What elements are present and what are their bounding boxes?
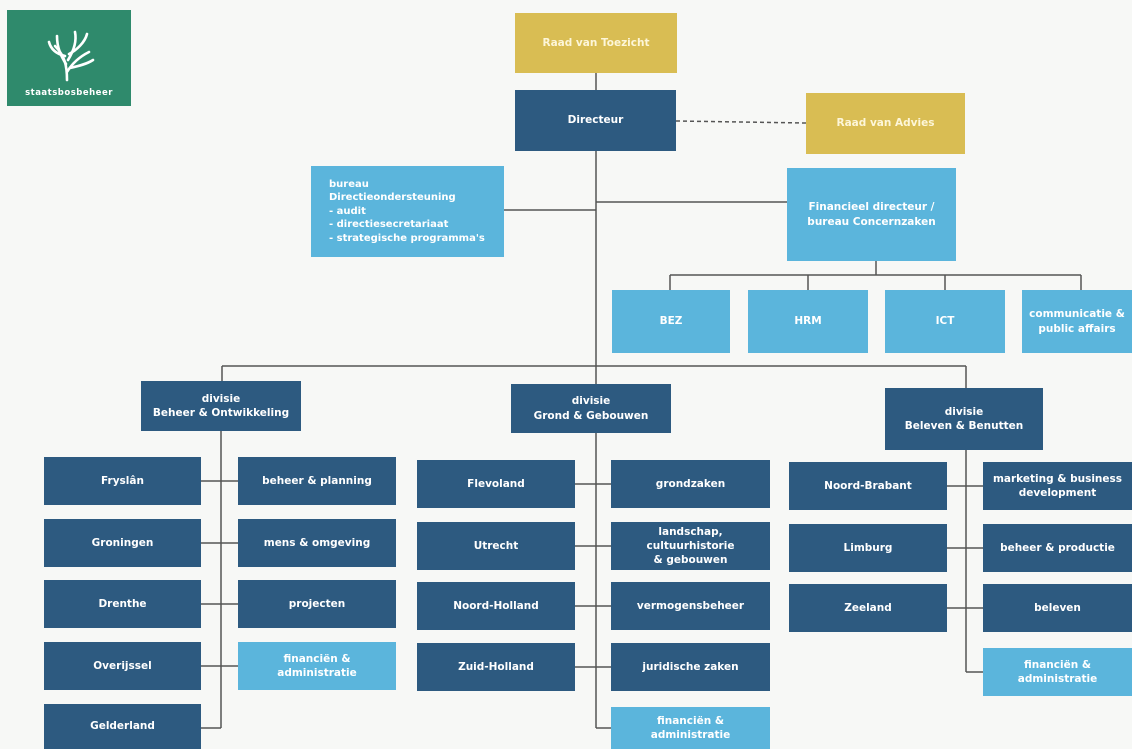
region-box: Noord-Holland bbox=[417, 582, 575, 630]
bureau-directieondersteuning-box: bureau Directieondersteuning - audit - d… bbox=[311, 166, 504, 257]
region-box: Groningen bbox=[44, 519, 201, 567]
tree-icon bbox=[47, 30, 95, 82]
division-header: divisie Grond & Gebouwen bbox=[511, 384, 671, 433]
unit-box: vermogensbeheer bbox=[611, 582, 770, 630]
region-box: Utrecht bbox=[417, 522, 575, 570]
staff-box-hrm: HRM bbox=[748, 290, 868, 353]
region-box: Noord-Brabant bbox=[789, 462, 947, 510]
unit-box: juridische zaken bbox=[611, 643, 770, 691]
unit-box: beleven bbox=[983, 584, 1132, 632]
raad-van-toezicht-box: Raad van Toezicht bbox=[515, 13, 677, 73]
region-box: Zuid-Holland bbox=[417, 643, 575, 691]
unit-box: financiën & administratie bbox=[238, 642, 396, 690]
division-header: divisie Beleven & Benutten bbox=[885, 388, 1043, 450]
unit-box: mens & omgeving bbox=[238, 519, 396, 567]
connector-line-dashed bbox=[675, 120, 807, 124]
staatsbosbeheer-logo: staatsbosbeheer bbox=[7, 10, 131, 106]
financieel-directeur-box: Financieel directeur / bureau Concernzak… bbox=[787, 168, 956, 261]
unit-box: projecten bbox=[238, 580, 396, 628]
logo-text: staatsbosbeheer bbox=[25, 88, 113, 98]
region-box: Limburg bbox=[789, 524, 947, 572]
unit-box: beheer & planning bbox=[238, 457, 396, 505]
raad-van-advies-box: Raad van Advies bbox=[806, 93, 965, 154]
unit-box: landschap, cultuurhistorie & gebouwen bbox=[611, 522, 770, 570]
division-header: divisie Beheer & Ontwikkeling bbox=[141, 381, 301, 431]
staff-box-communicatie: communicatie & public affairs bbox=[1022, 290, 1132, 353]
staff-box-ict: ICT bbox=[885, 290, 1005, 353]
unit-box: marketing & business development bbox=[983, 462, 1132, 510]
unit-box: financiën & administratie bbox=[611, 707, 770, 749]
region-box: Flevoland bbox=[417, 460, 575, 508]
region-box: Fryslân bbox=[44, 457, 201, 505]
region-box: Gelderland bbox=[44, 704, 201, 749]
region-box: Drenthe bbox=[44, 580, 201, 628]
unit-box: beheer & productie bbox=[983, 524, 1132, 572]
unit-box: financiën & administratie bbox=[983, 648, 1132, 696]
staff-box-bez: BEZ bbox=[612, 290, 730, 353]
region-box: Overijssel bbox=[44, 642, 201, 690]
directeur-box: Directeur bbox=[515, 90, 676, 151]
region-box: Zeeland bbox=[789, 584, 947, 632]
unit-box: grondzaken bbox=[611, 460, 770, 508]
